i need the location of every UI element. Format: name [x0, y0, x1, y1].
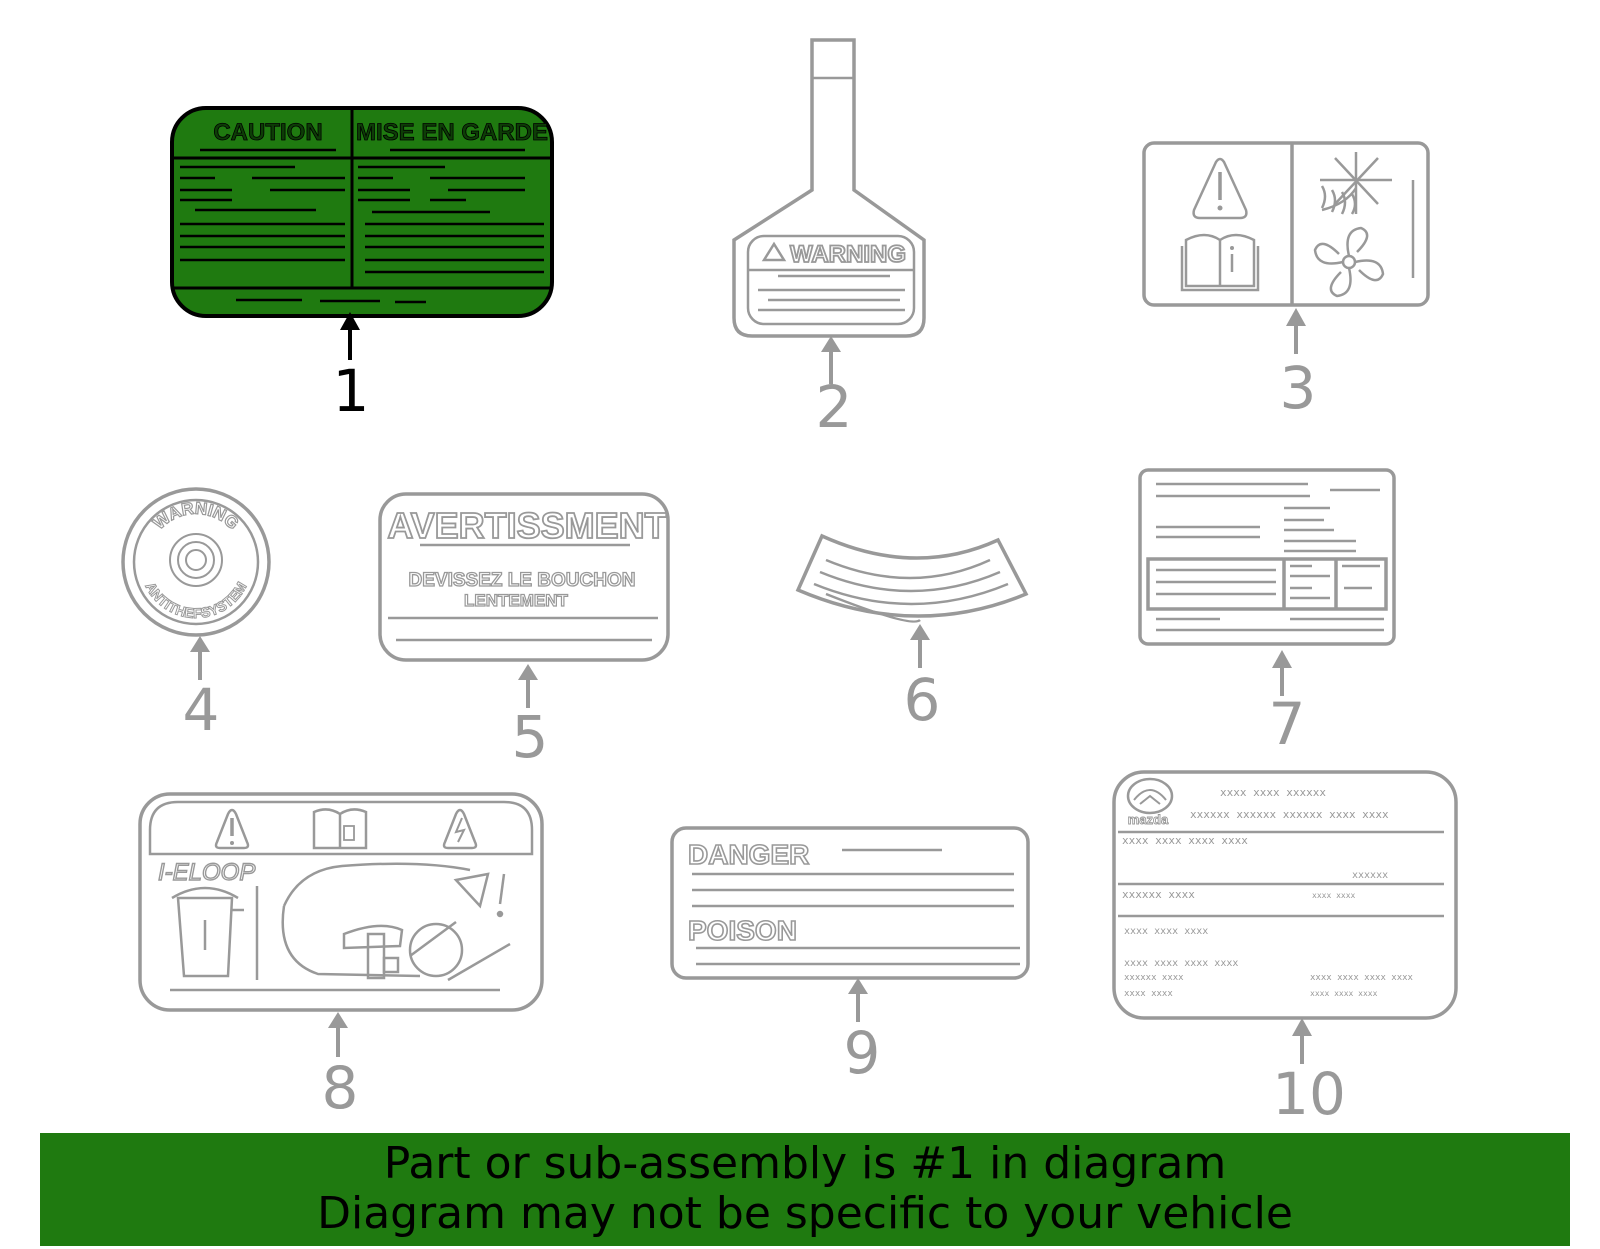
- danger-heading: DANGER: [688, 839, 809, 870]
- callout-2: 2: [816, 373, 853, 441]
- label-row-4: xxxxxx xxxx: [1122, 888, 1195, 901]
- callout-8: 8: [322, 1054, 359, 1122]
- fingerprint-icon: [169, 533, 223, 587]
- mazda-brand: mazda: [1128, 812, 1169, 827]
- avertissment-heading: AVERTISSMENT: [387, 505, 666, 546]
- warning-triangle-icon: [214, 808, 250, 850]
- callout-3: 3: [1280, 354, 1317, 422]
- label-row-10: xxxx xxxx xxxx: [1310, 989, 1378, 998]
- high-voltage-icon: [442, 808, 478, 850]
- label-row-2: xxxxxx xxxxxx xxxxxx xxxx xxxx: [1190, 808, 1389, 821]
- warning-heading: WARNING: [790, 241, 906, 268]
- warning-ring-text: WARNING: [150, 499, 243, 534]
- callout-1: 1: [333, 357, 370, 425]
- banner-line-2: Diagram may not be specific to your vehi…: [317, 1188, 1293, 1239]
- avertissment-line-2: LENTEMENT: [464, 591, 569, 610]
- part-2-warning-label[interactable]: WARNING 2: [732, 38, 926, 441]
- label-row-7: xxxxxx xxxx: [1124, 973, 1184, 983]
- label-row-1: xxxx xxxx xxxxxx: [1220, 786, 1326, 799]
- label-row-8: xxxx xxxx: [1124, 989, 1173, 999]
- mise-en-garde-heading: MISE EN GARDE: [356, 119, 548, 146]
- part-3-symbol-label[interactable]: 3: [1142, 141, 1430, 422]
- callout-10: 10: [1272, 1060, 1346, 1128]
- part-1-caution-label[interactable]: CAUTION MISE EN GARDE 1: [170, 106, 554, 425]
- caution-heading: CAUTION: [213, 119, 322, 146]
- manual-book-icon: [1180, 233, 1260, 292]
- banner-line-1: Part or sub-assembly is #1 in diagram: [383, 1138, 1227, 1189]
- part-8-i-eloop-label[interactable]: I-ELOOP 8: [138, 792, 544, 1122]
- part-6-curved-label[interactable]: 6: [795, 533, 1029, 734]
- part-5-avertissment-label[interactable]: AVERTISSMENT DEVISSEZ LE BOUCHON LENTEME…: [378, 492, 670, 771]
- callout-5: 5: [512, 703, 549, 771]
- callout-7: 7: [1269, 690, 1306, 758]
- callout-9: 9: [844, 1019, 881, 1087]
- manual-book-icon: [312, 808, 368, 850]
- part-4-antitheft-label[interactable]: WARNING ANTITHEFSYSTEM 4: [121, 487, 271, 744]
- label-row-6: xxxx xxxx xxxx xxxx: [1124, 958, 1238, 969]
- callout-4: 4: [183, 676, 220, 744]
- warning-triangle-icon: [1192, 157, 1248, 220]
- label-row-11: xxxx xxxx: [1312, 891, 1356, 900]
- part-7-info-label[interactable]: 7: [1138, 468, 1396, 758]
- engine-fan-burn-icon: [1313, 152, 1392, 298]
- label-row-12: xxxxxx: [1352, 870, 1388, 881]
- info-banner: Part or sub-assembly is #1 in diagram Di…: [40, 1133, 1570, 1246]
- i-eloop-title: I-ELOOP: [158, 859, 255, 886]
- poison-heading: POISON: [688, 915, 797, 946]
- callout-6: 6: [904, 666, 941, 734]
- mazda-logo-icon: [1126, 777, 1174, 815]
- part-10-mazda-label[interactable]: mazda xxxx xxxx xxxxxx xxxxxx xxxxxx xxx…: [1112, 770, 1458, 1128]
- avertissment-line-1: DEVISSEZ LE BOUCHON: [409, 570, 636, 591]
- label-row-9: xxxx xxxx xxxx xxxx: [1310, 973, 1414, 983]
- label-row-5: xxxx xxxx xxxx: [1124, 926, 1208, 937]
- part-9-danger-poison-label[interactable]: DANGER POISON 9: [670, 826, 1030, 1087]
- capacitor-icon: [171, 886, 244, 978]
- label-row-3: xxxx xxxx xxxx xxxx: [1122, 834, 1248, 847]
- car-engine-icon: [281, 862, 511, 982]
